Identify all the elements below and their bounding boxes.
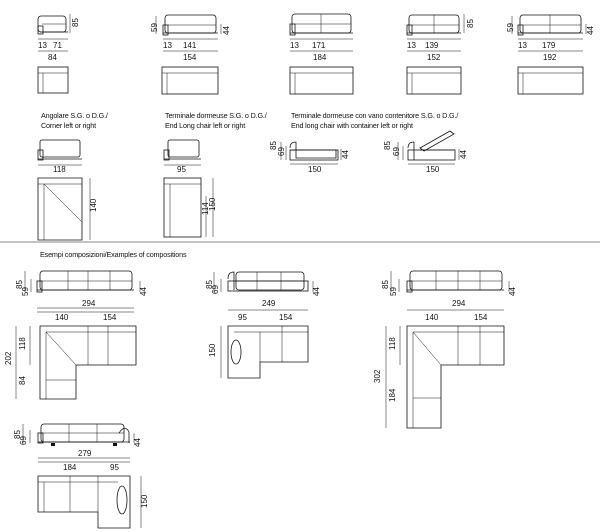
corner-plan: 140 — [37, 177, 98, 241]
section-title: Esempi composizioni/Examples of composit… — [40, 250, 187, 259]
dim-c1-total: 294 — [82, 299, 96, 308]
dim-c1-b: 154 — [103, 313, 117, 322]
dim-c4-b: 95 — [110, 463, 119, 472]
dim-c4-depth: 150 — [140, 494, 149, 508]
module-184-front: 13 171 184 — [289, 13, 353, 62]
dim-c4-seat: 44 — [133, 438, 142, 447]
dim-width: 154 — [183, 53, 197, 62]
dim-seat: 139 — [425, 41, 439, 50]
module-152-plan — [406, 66, 462, 95]
dim-c3-d2: 184 — [388, 388, 397, 402]
dim-c2-b: 154 — [279, 313, 293, 322]
dim-side-h2: 69 — [277, 147, 286, 156]
dim-c1-h2: 59 — [21, 287, 30, 296]
dim-c1-a: 140 — [55, 313, 69, 322]
composition-2: 85 69 44 249 95 154 150 — [205, 271, 321, 379]
dim-c2-total: 249 — [262, 299, 276, 308]
long-chair-plan: 114 150 — [163, 177, 217, 238]
dim-width: 84 — [48, 53, 57, 62]
module-84-plan — [37, 66, 69, 94]
composition-1: 85 59 44 294 140 154 202 118 84 — [4, 270, 148, 400]
long-chair-side: 85 69 44 150 — [269, 141, 350, 174]
dim-seat-height: 44 — [586, 26, 595, 35]
composition-4: 85 69 44 279 184 95 150 — [13, 423, 149, 529]
corner-front: 118 — [37, 139, 82, 174]
dim-c3-d1: 118 — [388, 337, 397, 350]
dim-height: 59 — [506, 23, 515, 32]
module-152-front: 85 13 139 152 — [406, 14, 475, 62]
dim-cont-seat: 44 — [459, 150, 468, 159]
dim-c3-h2: 59 — [389, 287, 398, 296]
dim-arm: 13 — [290, 41, 299, 50]
dim-c4-total: 279 — [78, 449, 92, 458]
caption-corner-it: Angolare S.G. o D.G./ — [41, 111, 108, 120]
dim-side-len: 150 — [308, 165, 322, 174]
dim-c4-h1: 85 — [13, 430, 22, 439]
caption-corner-en: Corner left or right — [41, 121, 96, 130]
dim-c4-a: 184 — [63, 463, 77, 472]
module-192-plan — [517, 66, 584, 95]
caption-container-it: Terminale dormeuse con vano contenitore … — [291, 111, 458, 120]
dim-c2-seat: 44 — [312, 287, 321, 296]
dim-side-seat: 44 — [341, 150, 350, 159]
dim-arm: 13 — [163, 41, 172, 50]
dim-height: 85 — [466, 19, 475, 28]
dim-cont-len: 150 — [426, 165, 440, 174]
dim-seat: 141 — [183, 41, 197, 50]
module-154-plan — [161, 66, 219, 95]
dim-c1-seat: 44 — [139, 287, 148, 296]
dim-chair-depth2: 150 — [208, 197, 217, 211]
dim-arm: 13 — [407, 41, 416, 50]
long-chair-front: 95 — [163, 139, 201, 174]
caption-container-en: End long chair with container left or ri… — [291, 121, 413, 130]
dim-c2-a: 95 — [238, 313, 247, 322]
dim-cont-h2: 69 — [392, 147, 401, 156]
dim-corner-depth: 140 — [89, 198, 98, 212]
dim-seat-height: 44 — [222, 26, 231, 35]
module-84-front: 85 13 71 84 — [37, 14, 80, 62]
dim-arm: 13 — [38, 41, 47, 50]
dim-c3-h1: 85 — [381, 280, 390, 289]
dim-c2-h2: 69 — [211, 285, 220, 294]
dim-c4-h2: 69 — [19, 436, 28, 445]
caption-chair-en: End Long chair left or right — [165, 121, 245, 130]
dim-c1-d2: 84 — [18, 376, 27, 385]
dim-seat: 71 — [53, 41, 62, 50]
dim-c3-depth: 302 — [373, 369, 382, 383]
dim-c3-seat: 44 — [508, 287, 517, 296]
dim-width: 184 — [313, 53, 327, 62]
dim-side-h1: 85 — [269, 141, 278, 150]
dim-corner-width: 118 — [53, 165, 66, 174]
dim-arm: 13 — [518, 41, 527, 50]
dim-c1-h1: 85 — [15, 280, 24, 289]
caption-chair-it: Terminale dormeuse S.G. o D.G./ — [165, 111, 267, 120]
dim-cont-h1: 85 — [383, 141, 392, 150]
composition-3: 85 59 44 294 140 154 302 118 184 — [373, 270, 517, 429]
dim-c3-b: 154 — [474, 313, 488, 322]
dim-chair-depth1: 114 — [201, 202, 210, 215]
container-chair-side: 85 69 44 150 — [383, 130, 468, 174]
module-184-plan — [289, 66, 354, 95]
dim-c2-h1: 85 — [205, 280, 214, 289]
dim-height: 85 — [71, 18, 80, 27]
dim-height: 59 — [150, 23, 159, 32]
dim-chair-width: 95 — [177, 165, 186, 174]
module-154-front: 59 44 13 141 154 — [150, 14, 231, 62]
dim-c1-depth: 202 — [4, 351, 13, 365]
dim-c2-depth: 150 — [208, 343, 217, 357]
dim-c3-a: 140 — [425, 313, 439, 322]
dim-seat: 179 — [542, 41, 556, 50]
dim-width: 152 — [427, 53, 441, 62]
dim-seat: 171 — [312, 41, 326, 50]
dim-c3-total: 294 — [452, 299, 466, 308]
dim-c1-d1: 118 — [18, 337, 27, 350]
module-192-front: 59 44 13 179 192 — [506, 14, 595, 62]
dim-width: 192 — [543, 53, 557, 62]
